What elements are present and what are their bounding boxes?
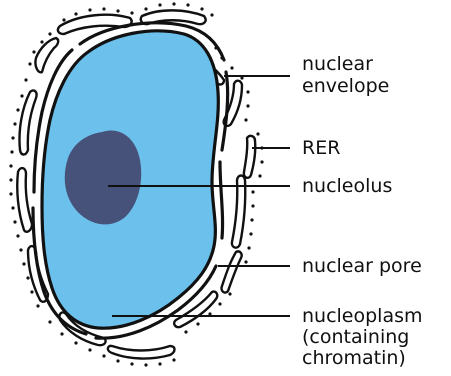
ribosome-dot [9,164,12,167]
ribosome-dot [218,302,221,305]
label-nuclear-envelope-line1: nuclear [302,53,373,75]
ribosome-dot [251,190,254,193]
ribosome-dot [116,359,119,362]
ribosome-dot [102,354,105,357]
ribosome-dot [24,78,27,81]
ribosome-dot [172,2,175,5]
ribosome-dot [184,330,187,333]
ribosome-dot [158,362,161,365]
label-nuclear-envelope-line2: envelope [302,75,389,97]
ribosome-dot [210,13,213,16]
rer-sac [244,136,255,178]
ribosome-dot [11,136,14,139]
ribosome-dot [172,358,175,361]
ribosome-dot [16,234,19,237]
ribosome-dot [228,292,231,295]
ribosome-dot [13,122,16,125]
ribosome-dot [26,276,29,279]
ribosome-dot [11,206,14,209]
ribosome-dot [30,290,33,293]
ribosome-dot [260,160,263,163]
ribosome-dot [244,260,247,263]
ribosome-dot [200,7,203,10]
ribosome-dot [186,3,189,6]
ribosome-dot [9,192,12,195]
ribosome-dot [19,248,22,251]
rer-sac [19,90,36,154]
ribosome-dot [48,32,51,35]
ribosome-dot [256,132,259,135]
ribosome-dot [249,232,252,235]
rer-sac [108,346,175,359]
ribosome-dot [10,150,13,153]
rer-sac [17,168,32,232]
ribosome-dot [22,262,25,265]
ribosome-dot [28,62,31,65]
ribosome-dot [130,362,133,365]
ribosome-dot [36,304,39,307]
ribosome-dot [88,8,91,11]
ribosome-dot [230,66,233,69]
ribosome-dot [144,7,147,10]
ribosome-dot [9,178,12,181]
label-rer: RER [302,137,340,159]
ribosome-dot [16,108,19,111]
labels: nuclear envelope RER nucleolus nuclear p… [302,53,423,369]
ribosome-dot [116,9,119,12]
ribosome-dot [102,7,105,10]
ribosome-dot [246,104,249,107]
ribosome-dot [158,3,161,6]
ribosome-dot [251,204,254,207]
ribosome-dot [246,90,249,93]
rer-sac [58,15,132,34]
ribosome-dot [244,118,247,121]
label-nucleoplasm-line2: (containing [302,326,409,348]
ribosome-dot [13,220,16,223]
rer-sac [35,38,58,72]
label-nucleoplasm-line1: nucleoplasm [302,305,423,327]
label-nucleoplasm-line3: chromatin) [302,347,406,369]
ribosome-dot [60,332,63,335]
ribosome-dot [258,174,261,177]
label-nucleolus: nucleolus [302,175,392,197]
ribosome-dot [196,322,199,325]
ribosome-dot [48,320,51,323]
ribosome-dot [62,18,65,21]
ribosome-dot [32,50,35,53]
label-nuclear-pore: nuclear pore [302,255,422,277]
rer-sac [222,251,242,292]
ribosome-dot [20,94,23,97]
ribosome-dot [88,348,91,351]
ribosome-dot [247,246,250,249]
ribosome-dot [40,40,43,43]
ribosome-dot [144,363,147,366]
ribosome-dot [250,218,253,221]
ribosome-dot [74,341,77,344]
ribosome-dot [74,12,77,15]
ribosome-dot [130,11,133,14]
envelope-segment [220,162,223,238]
